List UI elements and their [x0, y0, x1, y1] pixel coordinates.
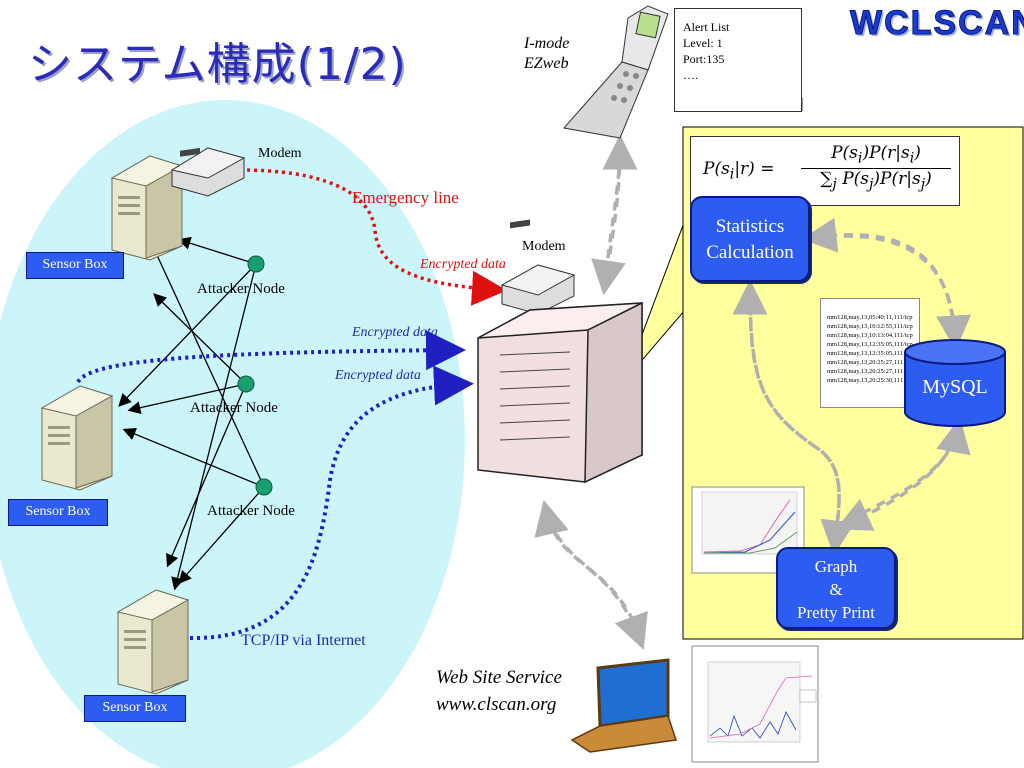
encrypted-label-red: Encrypted data — [420, 257, 506, 272]
modem-sensor — [170, 147, 246, 197]
encrypted-line-2 — [189, 365, 474, 641]
log-line: mm128,may,13,20:25:30,111 — [827, 377, 904, 384]
web-service-label: Web Site Service www.clscan.org — [436, 664, 562, 718]
tcpip-label: TCP/IP via Internet — [241, 632, 366, 649]
alert-level: Level: 1 — [683, 36, 723, 50]
alert-list-note: Alert List Level: 1 Port:135 …. — [674, 8, 802, 112]
formula-den-a: P(s — [836, 169, 870, 190]
modem-server — [500, 219, 576, 315]
mobile-service-ezweb: EZweb — [524, 55, 569, 72]
log-line: mm128,may,13,12:35:05,111/tcp — [827, 341, 913, 348]
attacker-node-label: Attacker Node — [197, 281, 285, 297]
attacker-node-label: Attacker Node — [190, 400, 278, 416]
log-line: mm128,may,13,12:35:05,111 — [827, 350, 904, 357]
encrypted-label-1: Encrypted data — [352, 325, 438, 340]
laptop — [570, 658, 677, 753]
alert-more: …. — [683, 68, 698, 82]
mysql-database-icon — [904, 339, 1006, 427]
attacker-node-label: Attacker Node — [207, 503, 295, 519]
page-title: システム構成(1/2) — [28, 39, 407, 90]
log-line: mm128,may,13,10:12:55,111/tcp — [827, 323, 913, 330]
mysql-label: MySQL — [922, 376, 988, 398]
formula-den-end: ) — [925, 169, 932, 190]
formula-den-mid: )P(r|s — [873, 169, 921, 190]
emergency-line-label: Emergency line — [352, 188, 459, 207]
formula-sum-symbol: ∑ — [820, 169, 833, 190]
flow-phone-server — [591, 149, 626, 296]
formula-num-sub: i — [857, 150, 863, 167]
flow-graph-mysql — [847, 417, 971, 522]
web-service-title: Web Site Service — [436, 667, 562, 688]
formula-num-a: P(s — [831, 143, 858, 163]
emergency-line — [239, 168, 507, 306]
formula-denominator: ∑j P(sj)P(r|sj) — [801, 169, 951, 192]
alert-title: Alert List — [683, 20, 730, 34]
formula-num-end: ) — [914, 143, 921, 163]
mobile-service-imode: I-mode — [524, 35, 570, 52]
log-line: mm128,may,13,10:13:04,111/tcp — [827, 332, 913, 339]
mobile-phone — [563, 5, 669, 139]
formula-num-sub2: i — [909, 150, 915, 167]
log-line: mm128,may,13,20:25:27,111 — [827, 359, 904, 366]
central-server — [477, 301, 643, 484]
thumbnail-chart-large — [691, 645, 819, 763]
formula-den-sub: j — [832, 176, 837, 193]
modem-label-sensor: Modem — [258, 146, 302, 161]
stats-line-2: Calculation — [706, 242, 794, 263]
attack-arrows — [118, 236, 265, 591]
formula-lhs-rest: |r) = — [734, 159, 775, 179]
alert-port: Port:135 — [683, 52, 725, 66]
graph-pretty-print-box: Graph & Pretty Print — [776, 547, 896, 629]
web-service-url: www.clscan.org — [436, 694, 557, 715]
flow-mysql-graph — [835, 429, 957, 531]
mobile-service-label: I-mode EZweb — [524, 34, 569, 74]
encrypted-line-1 — [76, 330, 466, 384]
graph-line-1: Graph — [814, 557, 858, 576]
stats-line-1: Statistics — [715, 216, 785, 237]
formula-num-mid: )P(r|s — [862, 143, 910, 163]
attacker-node-dot — [255, 478, 273, 496]
formula-den-sub2: j — [869, 176, 874, 193]
bayes-formula: P(si|r) = P(si)P(r|si) ∑j P(sj)P(r|sj) — [690, 136, 960, 206]
graph-line-3: Pretty Print — [797, 603, 875, 622]
sensor-pc-middle — [40, 385, 114, 491]
sensor-box-label: Sensor Box — [84, 695, 186, 722]
flow-stats-mysql — [811, 233, 972, 351]
flow-web-server — [534, 499, 642, 637]
sensor-box-label: Sensor Box — [26, 252, 124, 279]
log-line: mm128,may,13,05:40:11,111/tcp — [827, 314, 913, 321]
brand-logo: WCLSCAN — [850, 4, 1024, 43]
sensor-pc-bottom — [116, 589, 190, 695]
attacker-node-dot — [237, 375, 255, 393]
modem-label-server: Modem — [522, 239, 566, 254]
formula-den-sub3: j — [920, 176, 926, 193]
access-log-sheet: mm128,may,13,05:40:11,111/tcp mm128,may,… — [820, 298, 920, 408]
encrypted-label-2: Encrypted data — [335, 368, 421, 383]
formula-numerator: P(si)P(r|si) — [801, 143, 951, 170]
formula-lhs-sub: i — [729, 166, 735, 183]
log-line: mm128,may,13,20:25:27,111 — [827, 368, 904, 375]
sensor-box-label: Sensor Box — [8, 499, 108, 526]
graph-line-2: & — [829, 580, 843, 599]
statistics-calculation-box: Statistics Calculation — [690, 196, 810, 282]
attacker-node-dot — [247, 255, 265, 273]
formula-lhs: P(s — [703, 159, 730, 179]
